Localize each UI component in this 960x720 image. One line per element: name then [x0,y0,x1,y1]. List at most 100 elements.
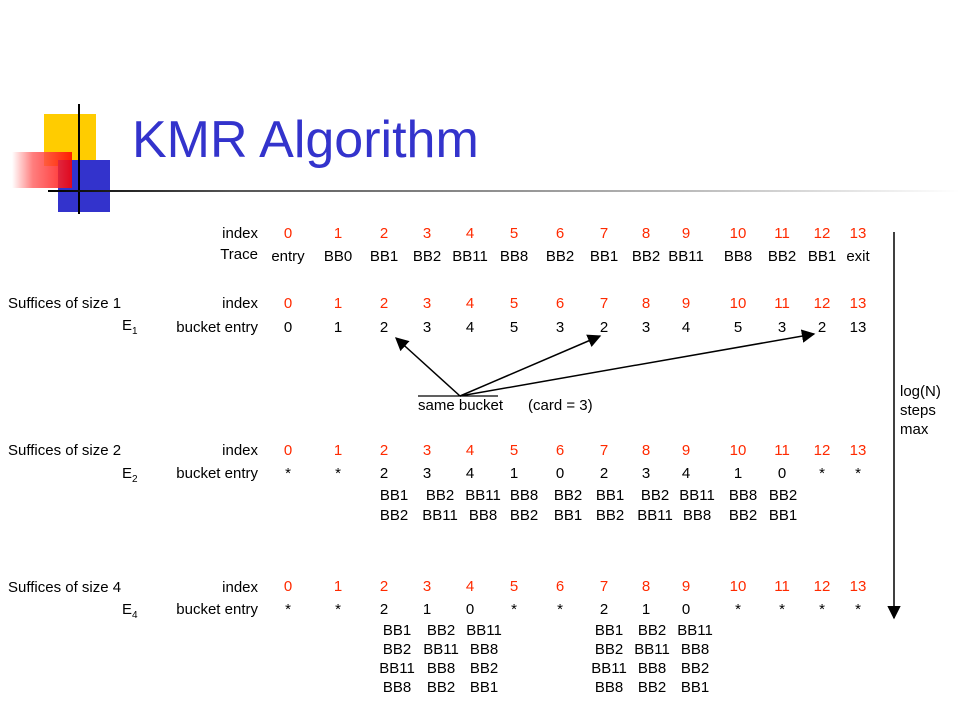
size1-bucket-cell-6: 3 [555,319,565,336]
size4-group-0-col-1-row-3: BB2 [426,679,456,696]
size4-group-0-col-1-row-1: BB11 [423,641,459,658]
size2-pair-8-b: BB2 [728,507,758,524]
size4-index-cell-2: 2 [379,578,389,595]
header-index-cell-2: 2 [379,225,389,242]
header-index-cell-4: 4 [465,225,475,242]
size2-bucket-cell-8: 3 [641,465,651,482]
size4-group-1-col-2-row-3: BB1 [680,679,710,696]
size1-index-cell-5: 5 [509,295,519,312]
size4-bucket-cell-9: 0 [681,601,691,618]
header-index-cell-0: 0 [283,225,293,242]
size1-index-cell-2: 2 [379,295,389,312]
arrow-to-index-2 [394,337,461,397]
size2-index-cell-0: 0 [283,442,293,459]
trace-cell-7: BB1 [589,248,619,265]
size4-bucket-cell-0: * [285,601,291,618]
size2-index-cell-1: 1 [333,442,343,459]
size4-group-0-col-2-row-0: BB11 [466,622,502,639]
size4-group-1-col-0-row-1: BB2 [594,641,624,658]
trace-cell-12: BB1 [807,248,837,265]
size2-bucket-cell-13: * [855,465,861,482]
size2-bucket-cell-12: * [819,465,825,482]
trace-cell-9: BB11 [668,248,704,265]
size2-index-cell-8: 8 [641,442,651,459]
header-trace-label: Trace [220,246,258,263]
size2-bucket-label: bucket entry [176,465,258,482]
size1-bucket-label: bucket entry [176,319,258,336]
size1-section-label: Suffices of size 1 [8,295,122,312]
size2-pair-5-b: BB2 [595,507,625,524]
size4-bucket-cell-6: * [557,601,563,618]
size4-index-cell-8: 8 [641,578,651,595]
size4-index-cell-9: 9 [681,578,691,595]
size4-group-1-col-2-row-1: BB8 [680,641,710,658]
size4-index-cell-11: 11 [774,578,790,595]
size4-bucket-cell-11: * [779,601,785,618]
size2-index-cell-4: 4 [465,442,475,459]
size4-bucket-cell-4: 0 [465,601,475,618]
size2-pair-6-a: BB2 [640,487,670,504]
size1-bucket-cell-10: 5 [733,319,743,336]
size1-bucket-cell-0: 0 [283,319,293,336]
size1-index-cell-8: 8 [641,295,651,312]
header-index-cell-12: 12 [813,225,831,242]
size2-pair-0-b: BB2 [379,507,409,524]
size4-index-label: index [222,579,258,596]
size4-group-1-col-2-row-0: BB11 [677,622,713,639]
size4-bucket-cell-7: 2 [599,601,609,618]
trace-cell-2: BB1 [369,248,399,265]
size1-index-cell-1: 1 [333,295,343,312]
header-index-label: index [222,225,258,242]
trace-cell-13: exit [846,248,870,265]
size4-group-1-col-1-row-2: BB8 [637,660,667,677]
size2-pair-3-a: BB8 [509,487,539,504]
size2-pair-2-b: BB8 [468,507,498,524]
size1-e-label: E1 [122,317,138,337]
size2-index-label: index [222,442,258,459]
size2-bucket-cell-3: 3 [422,465,432,482]
size2-pair-3-b: BB2 [509,507,539,524]
header-index-cell-10: 10 [729,225,747,242]
size2-pair-2-a: BB11 [465,487,501,504]
header-index-cell-1: 1 [333,225,343,242]
size2-bucket-cell-10: 1 [733,465,743,482]
size1-index-cell-3: 3 [422,295,432,312]
size4-group-0-col-1-row-0: BB2 [426,622,456,639]
size4-index-cell-4: 4 [465,578,475,595]
size2-index-cell-2: 2 [379,442,389,459]
size4-section-label: Suffices of size 4 [8,579,122,596]
page-title: KMR Algorithm [132,111,479,169]
size1-index-cell-0: 0 [283,295,293,312]
size4-group-0-col-0-row-2: BB11 [379,660,415,677]
size4-group-0-col-2-row-3: BB1 [469,679,499,696]
size4-group-0-col-2-row-2: BB2 [469,660,499,677]
size4-group-1-col-1-row-1: BB11 [634,641,670,658]
size2-bucket-cell-1: * [335,465,341,482]
size4-group-1-col-1-row-3: BB2 [637,679,667,696]
size4-bucket-cell-1: * [335,601,341,618]
header-index-cell-5: 5 [509,225,519,242]
size4-index-cell-0: 0 [283,578,293,595]
size1-bucket-cell-7: 2 [599,319,609,336]
size4-group-1-col-1-row-0: BB2 [637,622,667,639]
trace-cell-5: BB8 [499,248,529,265]
size2-bucket-cell-4: 4 [465,465,475,482]
steps-note-line2: steps [900,402,936,419]
size2-index-cell-9: 9 [681,442,691,459]
size2-bucket-cell-7: 2 [599,465,609,482]
same-bucket-label: same bucket [418,397,504,414]
size4-group-0-col-0-row-1: BB2 [382,641,412,658]
size4-group-0-col-0-row-0: BB1 [382,622,412,639]
size4-index-cell-10: 10 [729,578,747,595]
size4-e-label: E4 [122,601,138,621]
size4-group-1-col-0-row-3: BB8 [594,679,624,696]
size1-bucket-cell-3: 3 [422,319,432,336]
size2-bucket-cell-2: 2 [379,465,389,482]
size1-index-cell-13: 13 [849,295,867,312]
size2-pair-9-b: BB1 [768,507,798,524]
size4-index-cell-6: 6 [555,578,565,595]
size2-index-cell-10: 10 [729,442,747,459]
steps-note-line3: max [900,421,929,438]
size2-index-cell-12: 12 [813,442,831,459]
size4-group-1-col-0-row-2: BB11 [591,660,627,677]
